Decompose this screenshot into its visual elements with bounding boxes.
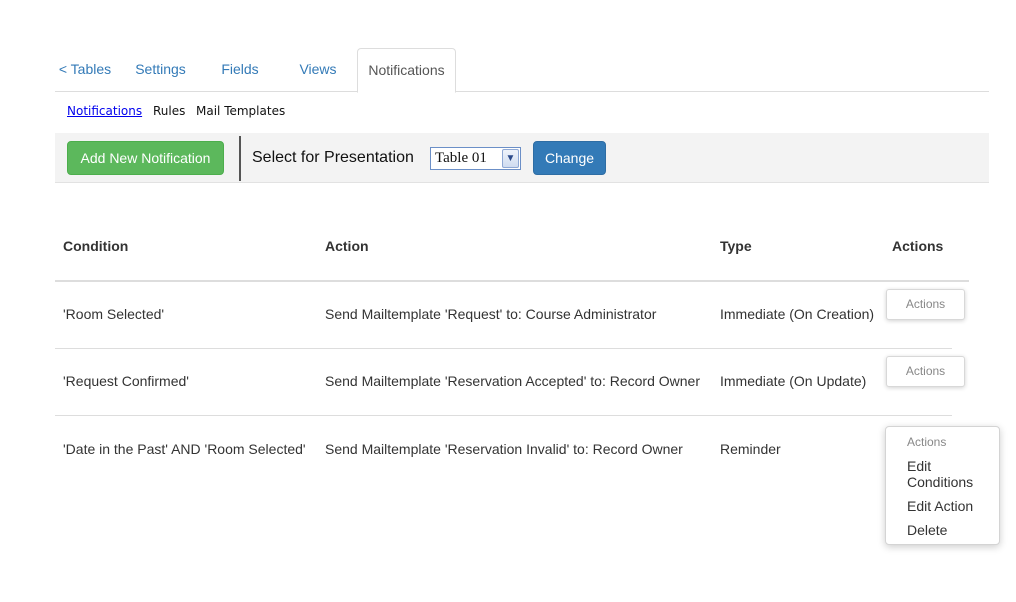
tab-views[interactable]: Views bbox=[299, 61, 337, 77]
column-header-type: Type bbox=[720, 238, 752, 254]
add-new-notification-button[interactable]: Add New Notification bbox=[67, 141, 224, 175]
column-header-actions: Actions bbox=[892, 238, 944, 254]
actions-menu-header: Actions bbox=[907, 435, 947, 449]
row-3-action: Send Mailtemplate 'Reservation Invalid' … bbox=[325, 441, 683, 457]
select-value: Table 01 bbox=[435, 150, 487, 166]
tab-fields[interactable]: Fields bbox=[221, 61, 259, 77]
column-header-condition: Condition bbox=[63, 238, 129, 254]
menu-item-delete[interactable]: Delete bbox=[907, 522, 948, 538]
row-3-condition: 'Date in the Past' AND 'Room Selected' bbox=[63, 441, 306, 457]
row-2-action: Send Mailtemplate 'Reservation Accepted'… bbox=[325, 373, 700, 389]
column-header-action: Action bbox=[325, 238, 369, 254]
row-2-actions-button[interactable]: Actions bbox=[886, 356, 965, 387]
row-divider bbox=[55, 415, 952, 416]
toolbar: Add New Notification Select for Presenta… bbox=[55, 133, 989, 183]
toolbar-divider bbox=[239, 136, 241, 181]
row-2-type: Immediate (On Update) bbox=[720, 373, 867, 389]
menu-item-edit-conditions[interactable]: Edit Conditions bbox=[907, 458, 974, 490]
change-button[interactable]: Change bbox=[533, 141, 606, 175]
row-1-action: Send Mailtemplate 'Request' to: Course A… bbox=[325, 306, 657, 322]
row-3-actions-menu: Actions Edit Conditions Edit Action Dele… bbox=[885, 426, 1000, 545]
header-divider bbox=[55, 280, 969, 282]
select-for-presentation-label: Select for Presentation bbox=[252, 149, 414, 166]
row-1-condition: 'Room Selected' bbox=[63, 306, 165, 322]
row-divider bbox=[55, 348, 952, 349]
subnav-rules[interactable]: Rules bbox=[153, 104, 186, 118]
tab-tables-back[interactable]: < Tables bbox=[58, 61, 112, 77]
top-tabs: < Tables Settings Fields Views Notificat… bbox=[55, 48, 989, 93]
row-1-actions-button[interactable]: Actions bbox=[886, 289, 965, 320]
subnav-mail-templates[interactable]: Mail Templates bbox=[196, 104, 286, 118]
menu-item-edit-action[interactable]: Edit Action bbox=[907, 498, 974, 514]
chevron-down-icon[interactable]: ▼ bbox=[502, 149, 519, 168]
subnav-notifications[interactable]: Notifications bbox=[67, 104, 143, 118]
tab-settings[interactable]: Settings bbox=[135, 61, 186, 77]
presentation-table-select[interactable]: Table 01 ▼ bbox=[430, 147, 521, 170]
row-1-type: Immediate (On Creation) bbox=[720, 306, 875, 322]
row-2-condition: 'Request Confirmed' bbox=[63, 373, 189, 389]
tab-notifications[interactable]: Notifications bbox=[357, 48, 456, 93]
row-3-type: Reminder bbox=[720, 441, 781, 457]
